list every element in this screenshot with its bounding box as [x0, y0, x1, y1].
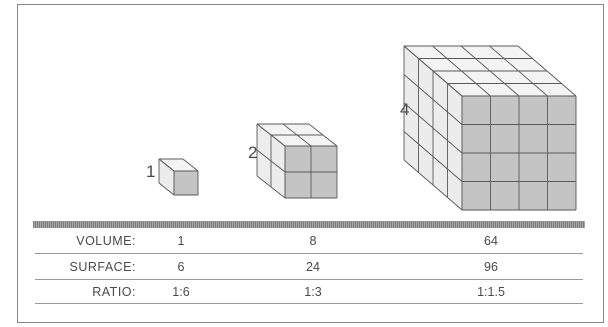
- volume-value-1: 1: [178, 234, 185, 248]
- cube-label-4: 4: [400, 100, 409, 120]
- table-rule: [35, 253, 583, 254]
- row-label-ratio: RATIO:: [92, 285, 136, 299]
- surface-value-2: 24: [306, 260, 320, 274]
- surface-value-1: 6: [178, 260, 185, 274]
- ratio-value-2: 1:3: [304, 285, 321, 299]
- table-rule: [35, 279, 583, 280]
- table-rule: [35, 303, 583, 304]
- cube-label-1: 1: [146, 162, 155, 182]
- cube-1-front-face: [174, 171, 198, 195]
- row-label-surface: SURFACE:: [69, 260, 136, 274]
- row-label-volume: VOLUME:: [76, 234, 136, 248]
- ratio-value-1: 1:6: [172, 285, 189, 299]
- ratio-value-4: 1:1.5: [477, 285, 505, 299]
- cube-label-2: 2: [248, 143, 257, 163]
- volume-value-4: 64: [484, 234, 498, 248]
- volume-value-2: 8: [310, 234, 317, 248]
- surface-value-4: 96: [484, 260, 498, 274]
- table-header-bar: [33, 221, 585, 228]
